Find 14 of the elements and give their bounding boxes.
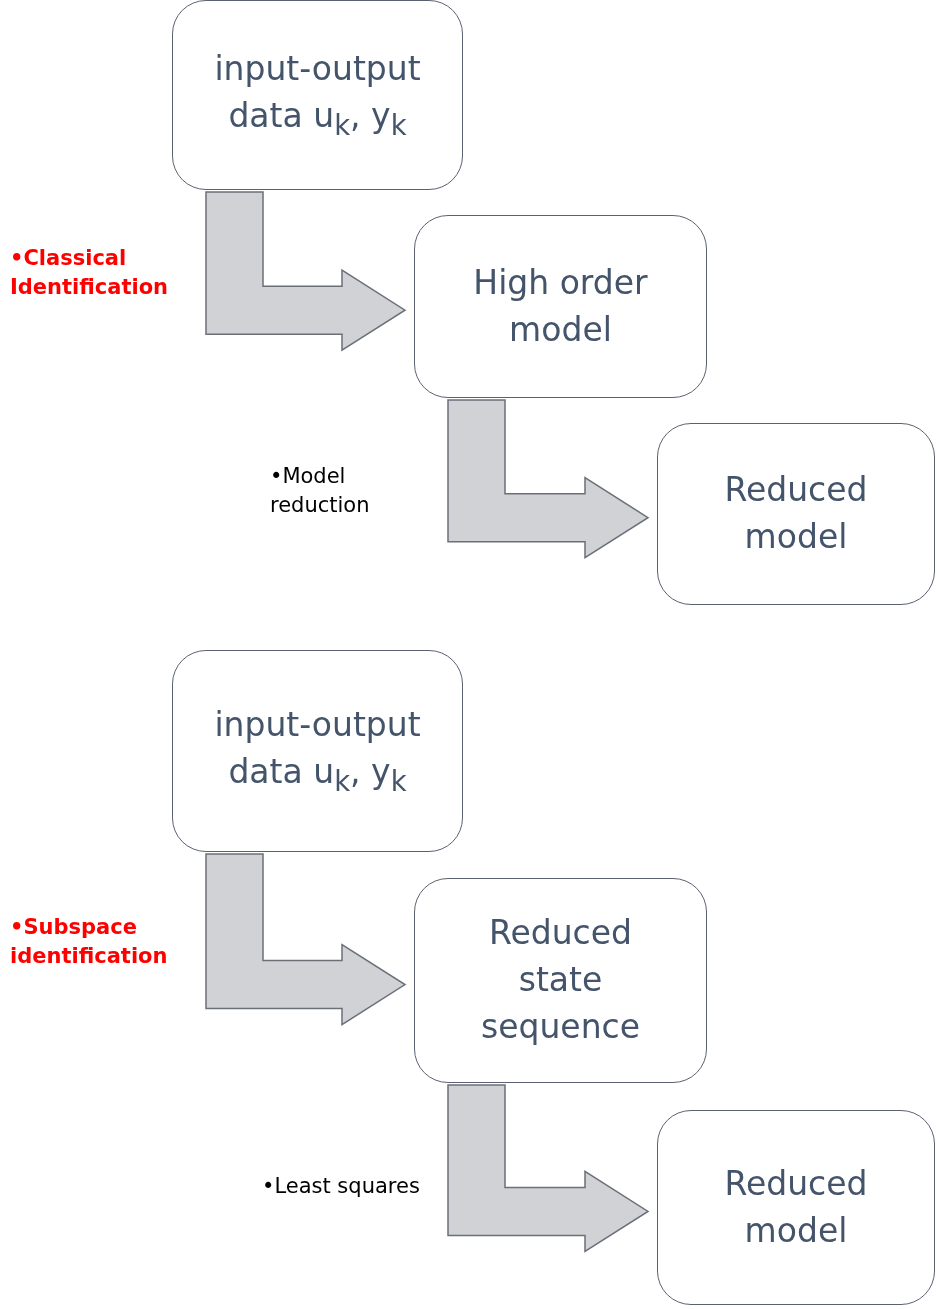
bullet-label: •Subspace identification — [10, 914, 169, 971]
rounded-box: Reduced state sequence — [414, 878, 707, 1083]
rounded-box: input-output data u$_{k}$, y$_{k}$ — [172, 650, 463, 852]
rounded-box: Reduced model — [657, 423, 935, 605]
block-arrow — [205, 853, 407, 1026]
rounded-box: Reduced model — [657, 1110, 935, 1305]
bullet-label: •Least squares — [262, 1173, 421, 1200]
block-arrow — [447, 399, 650, 559]
block-arrow — [205, 191, 407, 352]
bullet-label: •Model reduction — [270, 463, 371, 520]
rounded-box: High order model — [414, 215, 707, 398]
rounded-box: input-output data u$_{k}$, y$_{k}$ — [172, 0, 463, 190]
block-arrow — [447, 1084, 650, 1253]
bullet-label: •Classical Identification — [10, 245, 170, 302]
